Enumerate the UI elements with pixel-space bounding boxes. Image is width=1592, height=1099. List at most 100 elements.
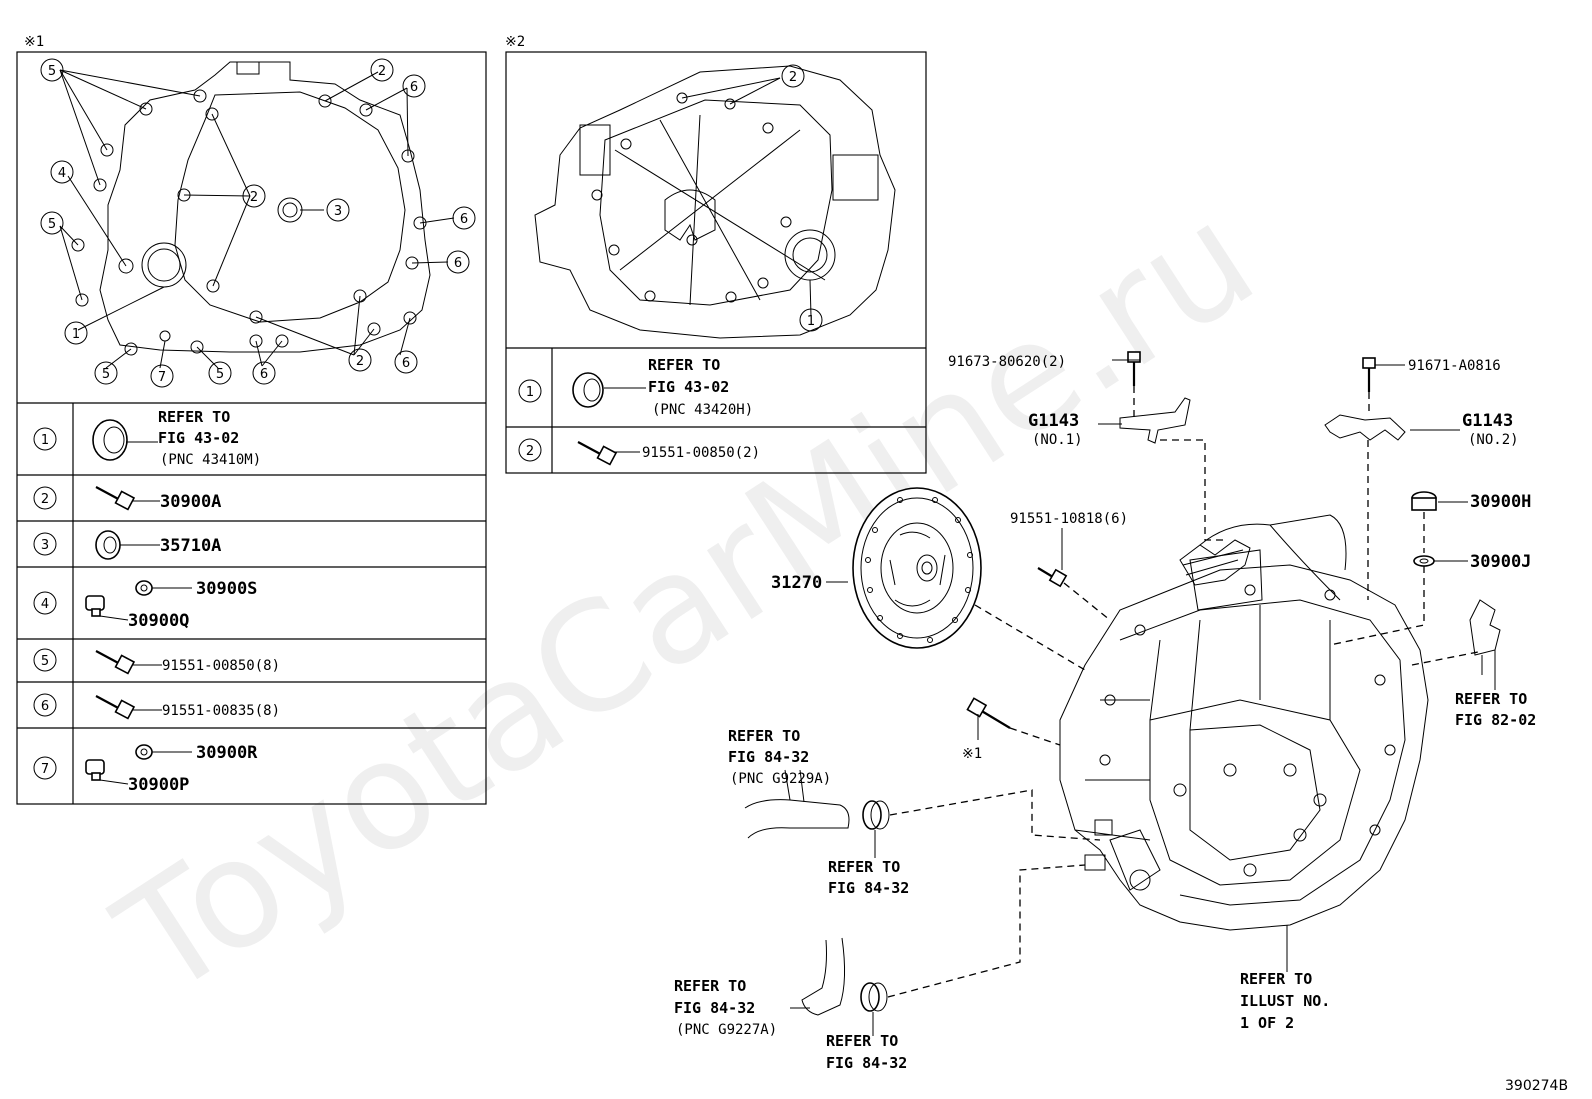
bolt-icon — [1362, 357, 1376, 392]
clutch-disc — [852, 487, 982, 649]
panel-2-frame — [505, 51, 927, 474]
svg-text:5: 5 — [48, 64, 56, 79]
label-g1143-no1-sub: (NO.1) — [1032, 432, 1083, 448]
ref-clamp2-line2: FIG 84-32 — [826, 1054, 907, 1072]
ref-illust-line2: ILLUST NO. — [1240, 992, 1330, 1010]
label-g1143-no2: G1143 — [1462, 411, 1513, 431]
svg-text:3: 3 — [334, 204, 342, 219]
plug-icon — [85, 595, 105, 617]
ref-82-02-line1: REFER TO — [1455, 690, 1527, 708]
row2-part: 30900A — [160, 492, 221, 512]
row7-part-a: 30900R — [196, 743, 258, 763]
svg-text:6: 6 — [260, 367, 268, 382]
svg-text:4: 4 — [41, 597, 49, 612]
ref-clamp2-line1: REFER TO — [826, 1032, 898, 1050]
callout-1: 1 — [799, 308, 823, 332]
seal-icon — [95, 530, 121, 560]
ref-hose1-line2: FIG 84-32 — [728, 748, 809, 766]
svg-text:1: 1 — [41, 433, 49, 448]
svg-text:6: 6 — [402, 356, 410, 371]
svg-text:3: 3 — [41, 538, 49, 553]
callout-2: 2 — [348, 348, 372, 372]
row6-part: 91551-00835(8) — [162, 703, 280, 719]
row1-ref-line2: FIG 43-02 — [158, 429, 239, 447]
label-bolt-g1143-no2: 91671-A0816 — [1408, 358, 1501, 374]
ref-illust-line1: REFER TO — [1240, 970, 1312, 988]
panel-1-row-index: 1 2 3 4 5 6 7 — [33, 427, 57, 780]
panel-1-title: ※1 — [24, 34, 44, 50]
svg-text:1: 1 — [72, 327, 80, 342]
callout-2: 2 — [370, 58, 394, 82]
svg-text:5: 5 — [48, 217, 56, 232]
oil-seal-icon — [572, 372, 604, 408]
panel-1-callouts: 5 4 5 1 5 7 5 6 2 3 2 6 6 6 2 6 — [40, 58, 476, 388]
callout-6: 6 — [402, 74, 426, 98]
callout-6: 6 — [252, 361, 276, 385]
row7-part-b: 30900P — [128, 775, 189, 795]
gasket-icon — [135, 744, 153, 760]
svg-text:4: 4 — [58, 166, 66, 181]
callout-6: 6 — [452, 206, 476, 230]
label-g1143-no2-sub: (NO.2) — [1468, 432, 1519, 448]
svg-text:6: 6 — [41, 699, 49, 714]
callout-2: 2 — [781, 64, 805, 88]
bolt-icon — [1037, 567, 1068, 588]
oil-seal-icon — [92, 419, 128, 461]
ref-clamp1-line2: FIG 84-32 — [828, 879, 909, 897]
bolt-icon — [95, 695, 136, 720]
panel2-row1-line1: REFER TO — [648, 356, 720, 374]
main-view: 31270 91551-10818(6) ※1 91673-80620(2) G… — [674, 351, 1536, 1072]
panel2-row2-idx: 2 — [526, 444, 534, 459]
svg-text:2: 2 — [41, 492, 49, 507]
callout-5: 5 — [94, 361, 118, 385]
watermark: ToyotaCarMine.ru — [89, 171, 1284, 1031]
assembly-lines — [887, 386, 1479, 998]
svg-text:6: 6 — [410, 80, 418, 95]
note-ref-1: ※1 — [962, 746, 982, 762]
case-drawing-1 — [71, 61, 431, 356]
row5-part: 91551-00850(8) — [162, 658, 280, 674]
callout-1: 1 — [64, 321, 88, 345]
bracket-g1143-no2 — [1324, 414, 1406, 441]
case-drawing-2 — [534, 65, 896, 339]
svg-text:7: 7 — [158, 370, 166, 385]
panel-1-frame — [16, 51, 487, 805]
callout-5: 5 — [208, 361, 232, 385]
panel-2: ※2 2 1 1 2 REFER TO — [505, 34, 927, 474]
label-clutch-disc: 31270 — [771, 573, 822, 593]
row4-part-b: 30900Q — [128, 611, 189, 631]
row4-part-a: 30900S — [196, 579, 257, 599]
callout-7: 7 — [150, 364, 174, 388]
svg-text:2: 2 — [378, 64, 386, 79]
plug-icon — [85, 759, 105, 781]
callout-6: 6 — [446, 250, 470, 274]
figure-code: 390274B — [1505, 1078, 1568, 1094]
gasket-icon — [135, 580, 153, 596]
label-plug: 30900H — [1470, 492, 1531, 512]
panel2-row1-pnc: (PNC 43420H) — [652, 402, 753, 418]
row3-part: 35710A — [160, 536, 221, 556]
svg-text:5: 5 — [102, 367, 110, 382]
row1-ref-pnc: (PNC 43410M) — [160, 452, 261, 468]
ref-hose1-line1: REFER TO — [728, 727, 800, 745]
label-bolt-6: 91551-10818(6) — [1010, 511, 1128, 527]
callout-5: 5 — [40, 58, 64, 82]
bracket-g1143-no1 — [1119, 397, 1191, 444]
svg-text:6: 6 — [460, 212, 468, 227]
ref-clamp1-line1: REFER TO — [828, 858, 900, 876]
ref-82-02-line2: FIG 82-02 — [1455, 711, 1536, 729]
callout-6: 6 — [394, 350, 418, 374]
ref-hose1-pnc: (PNC G9229A) — [730, 771, 831, 787]
gasket-icon — [1413, 555, 1435, 567]
ref-hose2-pnc: (PNC G9227A) — [676, 1022, 777, 1038]
ref-hose2-line1: REFER TO — [674, 977, 746, 995]
bolt-icon — [966, 697, 1011, 729]
callout-5: 5 — [40, 211, 64, 235]
svg-text:2: 2 — [250, 190, 258, 205]
callout-2: 2 — [242, 184, 266, 208]
bolt-icon — [1127, 351, 1141, 386]
svg-text:6: 6 — [454, 256, 462, 271]
hose-1 — [744, 769, 850, 839]
svg-text:7: 7 — [41, 762, 49, 777]
